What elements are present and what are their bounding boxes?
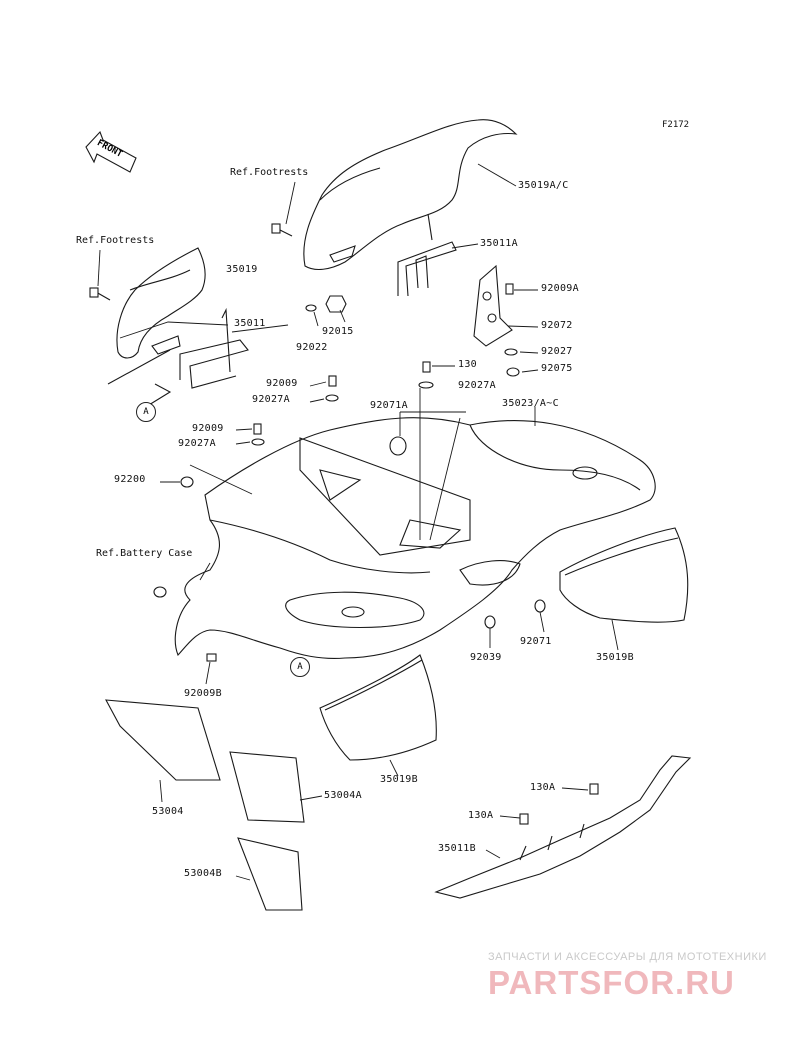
- part-label: 35011A: [480, 238, 518, 249]
- hardware-parts: [153, 295, 546, 662]
- part-label: 35011B: [438, 843, 476, 854]
- part-label: 92071A: [370, 400, 408, 411]
- front-arrow-icon: [85, 130, 137, 173]
- ref-battery-case: Ref.Battery Case: [96, 548, 193, 559]
- part-label: 53004A: [324, 790, 362, 801]
- part-label: 92039: [470, 652, 502, 663]
- part-label: 35019B: [380, 774, 418, 785]
- part-label: 35019A/C: [518, 180, 569, 191]
- watermark-tagline: ЗАПЧАСТИ И АКСЕССУАРЫ ДЛЯ МОТОТЕХНИКИ: [488, 951, 767, 963]
- part-label: 92072: [541, 320, 573, 331]
- part-label: 92200: [114, 474, 146, 485]
- part-label: 92009: [266, 378, 298, 389]
- front-fender-part: [89, 247, 249, 409]
- part-label: 35019B: [596, 652, 634, 663]
- figure-id: F2172: [662, 120, 690, 130]
- part-label: 92027A: [458, 380, 496, 391]
- part-label: 92027A: [178, 438, 216, 449]
- rear-fender-part: [271, 119, 518, 297]
- marker-a-center: A: [290, 657, 310, 677]
- main-body-part: [174, 417, 656, 659]
- part-label: 35011: [234, 318, 266, 329]
- mudflap-right-part: [559, 527, 689, 623]
- part-label: 92009A: [541, 283, 579, 294]
- watermark-logo: PARTSFOR.RU: [488, 964, 735, 1001]
- part-label: 92022: [296, 342, 328, 353]
- ref-footrests-left: Ref.Footrests: [76, 235, 155, 246]
- mudflap-center-part: [319, 654, 437, 761]
- ref-footrests-top: Ref.Footrests: [230, 167, 309, 178]
- part-label: 92009B: [184, 688, 222, 699]
- part-label: 130A: [530, 782, 556, 793]
- decal-parts: [105, 699, 305, 911]
- bracket-part: [473, 264, 520, 377]
- part-label: 130: [458, 359, 477, 370]
- part-label: 130A: [468, 810, 494, 821]
- part-label: 92009: [192, 423, 224, 434]
- part-label: 92071: [520, 636, 552, 647]
- leader-lines: [97, 163, 619, 881]
- part-label: 92027A: [252, 394, 290, 405]
- part-label: 35019: [226, 264, 258, 275]
- part-label: 53004: [152, 806, 184, 817]
- lower-bracket-part: [434, 755, 692, 899]
- part-label: 92075: [541, 363, 573, 374]
- part-label: 35023/A~C: [502, 398, 559, 409]
- part-label: 53004B: [184, 868, 222, 879]
- marker-a-left: A: [136, 402, 156, 422]
- part-label: 92015: [322, 326, 354, 337]
- part-label: 92027: [541, 346, 573, 357]
